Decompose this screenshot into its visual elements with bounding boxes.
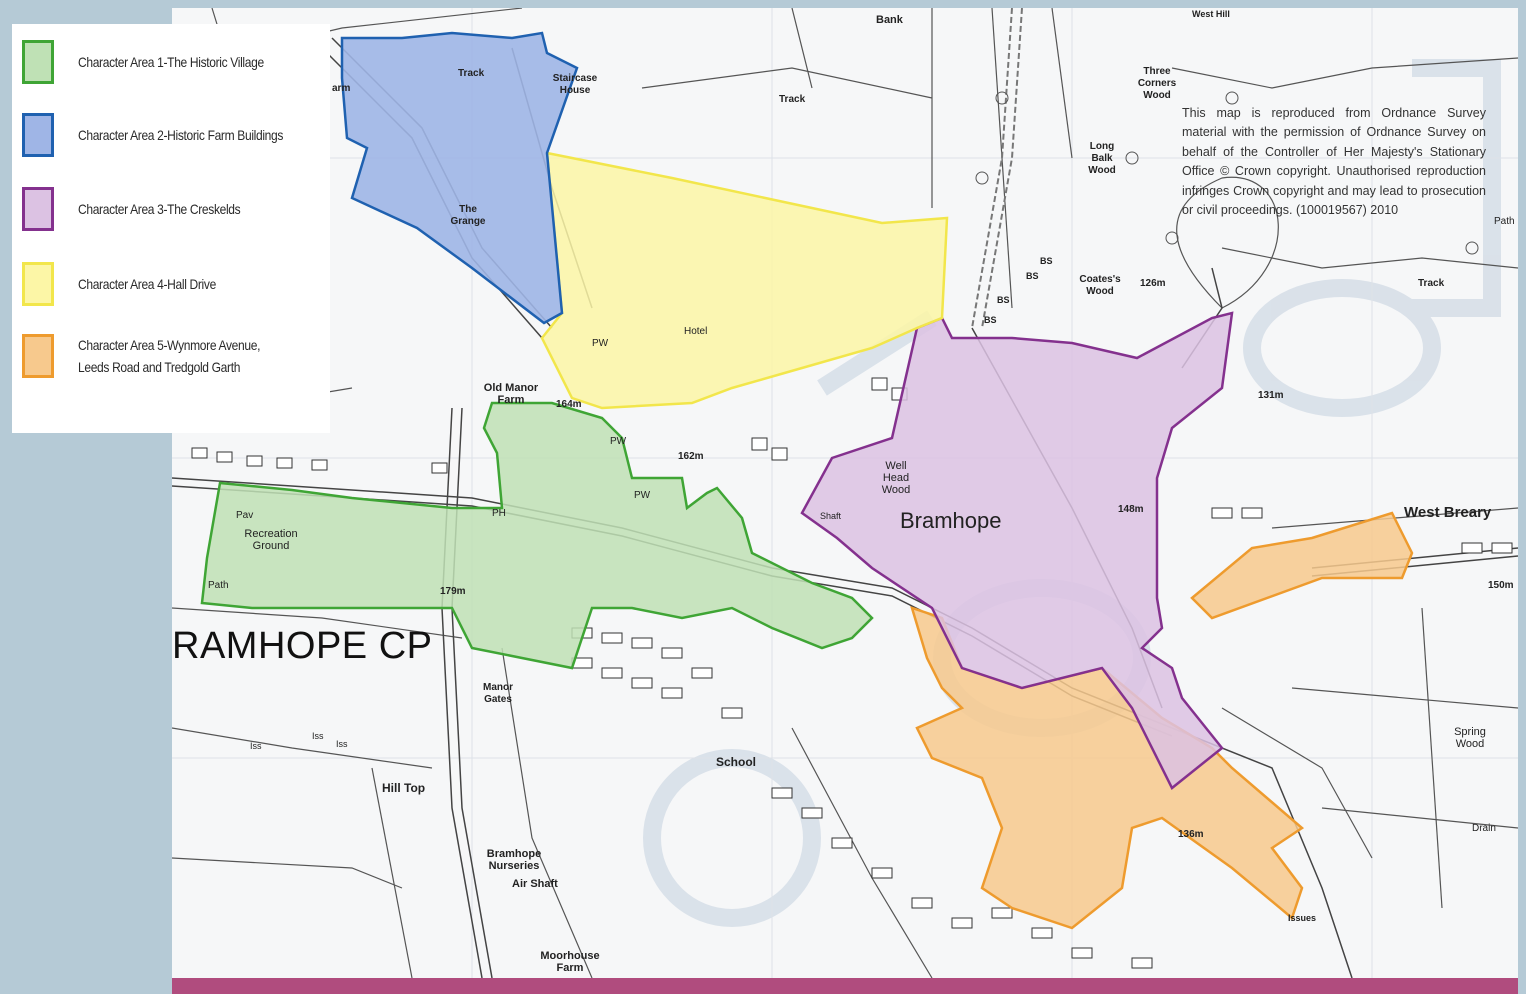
label-bs-2: BS	[1026, 271, 1039, 281]
label-farm: arm	[332, 83, 351, 94]
label-long-balk-wood: Long Balk Wood	[1088, 141, 1116, 176]
label-height-131: 131m	[1258, 390, 1284, 401]
label-track-2: Track	[779, 94, 806, 105]
legend-swatch-area-4	[22, 262, 54, 306]
legend-swatch-area-3	[22, 187, 54, 231]
label-issues: Issues	[1288, 913, 1317, 923]
legend-swatch-area-1	[22, 40, 54, 84]
housing	[191, 377, 1513, 969]
area-4-hall-drive[interactable]	[540, 151, 949, 410]
legend-label-area-5: Character Area 5-Wynmore Avenue, Leeds R…	[78, 337, 261, 375]
label-track-3: Track	[1418, 278, 1445, 289]
label-air-shaft: Air Shaft	[512, 878, 558, 890]
bottom-bar	[172, 978, 1518, 994]
label-pw-1: PW	[592, 338, 609, 349]
label-bs-1: BS	[1040, 256, 1053, 266]
label-school: School	[716, 755, 757, 769]
label-the-grange: The Grange	[450, 204, 486, 227]
area-2-historic-farm-buildings[interactable]	[340, 31, 579, 325]
legend-item-area-2: Character Area 2-Historic Farm Buildings	[22, 113, 316, 157]
wood-symbols	[975, 91, 1479, 255]
label-well-head-wood: Well Head Wood	[881, 460, 911, 496]
label-track-1: Track	[458, 68, 485, 79]
label-village: Bramhope	[900, 508, 1002, 533]
field-boundaries	[172, 8, 1518, 978]
label-old-manor-farm: Old Manor Farm	[483, 382, 539, 406]
legend-label-area-1: Character Area 1-The Historic Village	[78, 54, 264, 70]
label-spring-wood: Spring Wood	[1454, 726, 1486, 750]
map-canvas	[172, 8, 1518, 978]
label-staircase-house: Staircase House	[552, 73, 598, 96]
label-height-164: 164m	[556, 399, 582, 410]
label-west-breary: West Breary	[1404, 504, 1492, 521]
label-bs-3: BS	[997, 295, 1010, 305]
legend-swatch-area-5	[22, 334, 54, 378]
area-1-the-historic-village[interactable]	[200, 401, 874, 670]
legend-label-area-3: Character Area 3-The Creskelds	[78, 201, 241, 217]
label-hill-top: Hill Top	[382, 781, 426, 795]
legend-swatch-area-2	[22, 113, 54, 157]
label-height-126: 126m	[1140, 278, 1166, 289]
area-5-west-breary[interactable]	[1190, 511, 1414, 620]
label-height-162: 162m	[678, 451, 704, 462]
label-hotel: Hotel	[684, 326, 708, 337]
legend-item-area-4: Character Area 4-Hall Drive	[22, 262, 238, 306]
label-pw-3: PW	[634, 490, 651, 501]
label-height-179: 179m	[440, 586, 466, 597]
label-pw-2: PW	[610, 436, 627, 447]
legend-item-area-1: Character Area 1-The Historic Village	[22, 40, 294, 84]
label-iss-1: Iss	[250, 741, 262, 751]
label-shaft: Shaft	[820, 511, 842, 521]
label-bs-4: BS	[984, 315, 997, 325]
label-height-148: 148m	[1118, 504, 1144, 515]
label-height-150: 150m	[1488, 580, 1514, 591]
label-nurseries: Bramhope Nurseries	[486, 848, 542, 872]
label-pav: Pav	[236, 510, 254, 521]
area-3-the-creskelds[interactable]	[800, 311, 1234, 790]
label-drain: Drain	[1472, 823, 1496, 834]
map-view[interactable]: RAMHOPE CP Bramhope West Breary Old Mano…	[172, 8, 1518, 978]
label-coates-wood: Coates's Wood	[1079, 274, 1121, 297]
label-height-136: 136m	[1178, 829, 1204, 840]
legend-item-area-5: Character Area 5-Wynmore Avenue, Leeds R…	[22, 334, 328, 378]
legend-label-area-4: Character Area 4-Hall Drive	[78, 276, 216, 292]
label-path-right: Path	[1494, 216, 1515, 227]
label-manor-gates: Manor Gates	[483, 682, 513, 705]
label-path: Path	[208, 580, 229, 591]
map-legend: Character Area 1-The Historic Village Ch…	[12, 24, 330, 433]
label-ph: PH	[492, 508, 506, 519]
label-iss-3: Iss	[336, 739, 348, 749]
label-parish: RAMHOPE CP	[172, 625, 433, 667]
label-west-hill: West Hill	[1192, 9, 1230, 19]
legend-label-area-2: Character Area 2-Historic Farm Buildings	[78, 127, 284, 143]
label-moorhouse-farm: Moorhouse Farm	[540, 950, 600, 974]
railway	[971, 8, 1023, 329]
label-brown-bank: Bank	[876, 14, 903, 26]
legend-item-area-3: Character Area 3-The Creskelds	[22, 187, 267, 231]
label-three-corners-wood: Three Corners Wood	[1137, 66, 1177, 101]
copyright-notice: This map is reproduced from Ordnance Sur…	[1182, 106, 1486, 218]
label-iss-2: Iss	[312, 731, 324, 741]
label-recreation-ground: Recreation Ground	[244, 528, 298, 552]
